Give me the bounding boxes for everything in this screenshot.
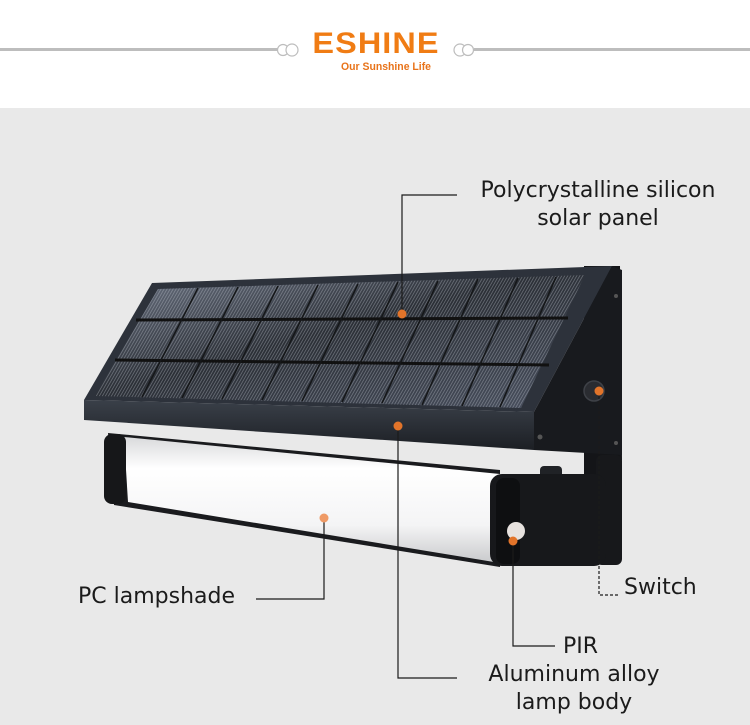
rings-ornament-left — [276, 43, 299, 57]
brand-tagline: Our Sunshine Life — [340, 61, 431, 73]
rings-ornament-right — [453, 43, 475, 57]
callout-lampshade-line1: PC lampshade — [78, 584, 235, 609]
brand-name: ESHINE — [312, 27, 440, 60]
callout-lampshade: PC lampshade — [78, 583, 235, 611]
leader-lamp-body — [397, 426, 457, 679]
brand-logo: ESHINE Our Sunshine Life — [312, 28, 440, 74]
pir-sensor-graphic — [507, 522, 525, 540]
end-cap — [490, 466, 606, 566]
callout-solar-panel: Polycrystalline silicon solar panel — [468, 177, 728, 233]
marker-switch — [594, 386, 604, 396]
header-divider-left — [0, 48, 278, 51]
leader-solar-panel — [401, 194, 457, 314]
callout-leaders — [256, 194, 618, 679]
marker-lamp-body — [393, 421, 403, 431]
marker-solar-panel — [397, 309, 407, 319]
callout-switch-line1: Switch — [624, 575, 697, 600]
leader-pir — [512, 541, 555, 647]
callout-switch: Switch — [624, 574, 697, 602]
marker-pir — [508, 536, 518, 546]
leader-switch — [598, 391, 618, 596]
callout-lamp-body-line2: lamp body — [515, 690, 633, 715]
header-divider-right — [474, 48, 750, 51]
lampshade-tube — [104, 433, 500, 567]
marker-lampshade — [319, 513, 329, 523]
callout-lamp-body: Aluminum alloy lamp body — [474, 661, 674, 717]
callout-lamp-body-line1: Aluminum alloy — [488, 662, 660, 687]
leader-lampshade — [256, 518, 325, 600]
header-banner: ESHINE Our Sunshine Life — [0, 0, 750, 108]
callout-markers — [319, 309, 604, 546]
callout-pir: PIR — [563, 633, 598, 661]
callout-pir-line1: PIR — [563, 634, 599, 659]
callout-solar-panel-line1: Polycrystalline silicon — [480, 178, 716, 203]
solar-panel — [84, 266, 622, 455]
callout-solar-panel-line2: solar panel — [537, 206, 659, 231]
